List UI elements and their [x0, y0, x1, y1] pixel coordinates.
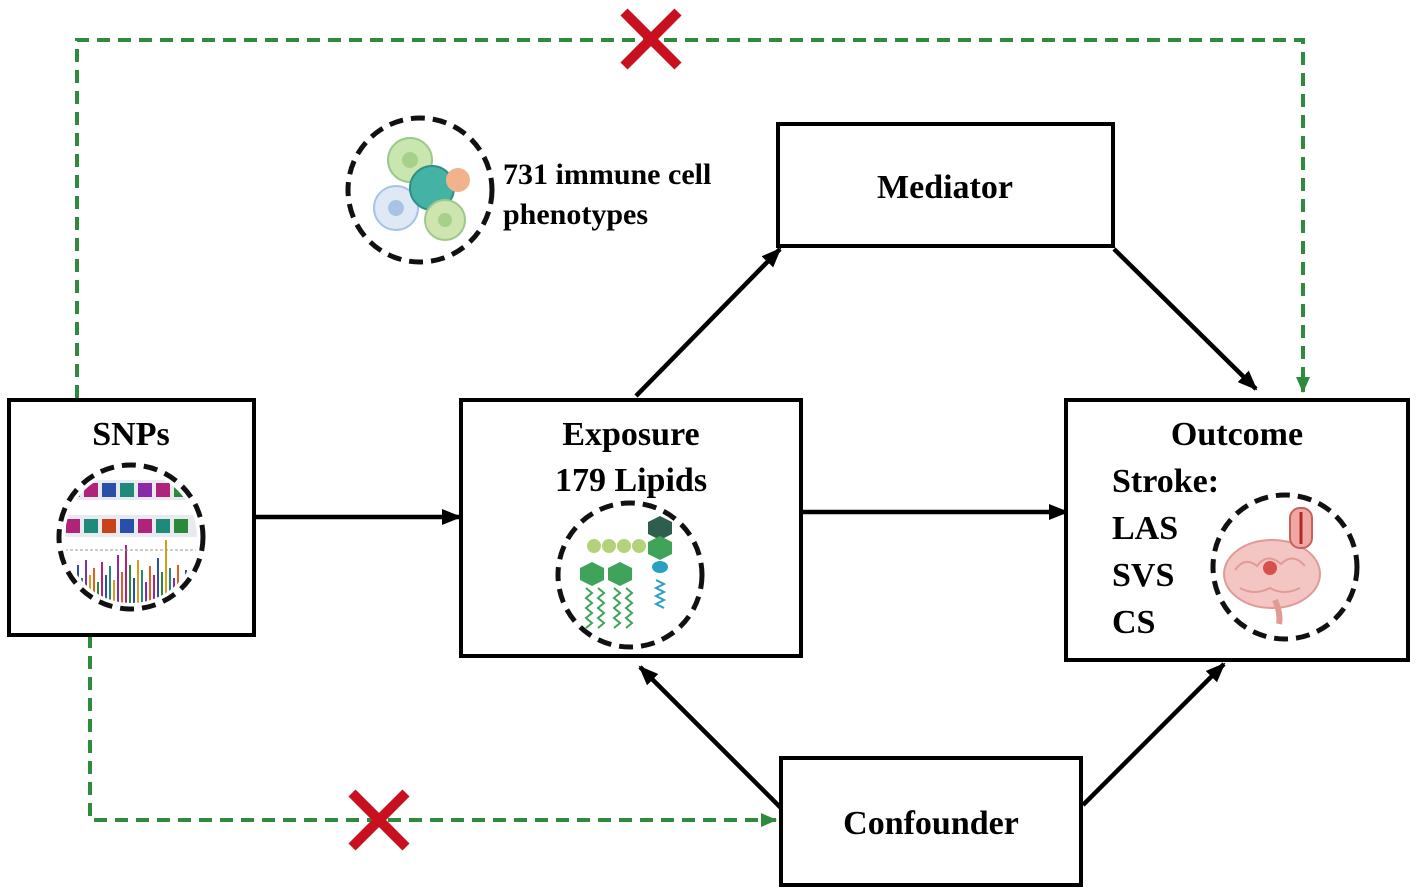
- outcome-title: Outcome: [1171, 416, 1303, 453]
- arrow-exposure-to-mediator: [634, 247, 782, 398]
- top-cross-mark-icon: [620, 8, 682, 70]
- outcome-node: Outcome Stroke: LAS SVS CS: [1064, 398, 1410, 662]
- brain-vessel-icon: [1210, 492, 1360, 642]
- immune-cells-icon: [345, 115, 495, 265]
- immune-label-line2: phenotypes: [503, 198, 648, 231]
- confounder-label: Confounder: [843, 805, 1019, 842]
- immune-cell-group: 731 immune cell phenotypes: [345, 115, 711, 265]
- outcome-line-las: LAS: [1112, 510, 1178, 547]
- mediator-node: Mediator: [776, 122, 1115, 248]
- mediator-label: Mediator: [877, 169, 1013, 206]
- arrow-mediator-to-outcome: [1112, 247, 1258, 391]
- arrow-confounder-to-outcome: [1081, 662, 1226, 807]
- snps-to-confounder-dashed-path: [88, 635, 777, 827]
- snps-to-outcome-dashed-path: [75, 38, 1310, 398]
- manhattan-plot-icon: [56, 462, 206, 612]
- immune-label-line1: 731 immune cell: [503, 158, 711, 191]
- outcome-line-stroke: Stroke:: [1112, 463, 1219, 500]
- exposure-node: Exposure 179 Lipids: [459, 398, 803, 658]
- snps-node: SNPs: [7, 398, 256, 637]
- bottom-cross-mark-icon: [348, 789, 410, 851]
- outcome-line-cs: CS: [1112, 604, 1155, 641]
- confounder-node: Confounder: [779, 756, 1083, 887]
- arrow-confounder-to-exposure: [638, 665, 783, 810]
- snps-label: SNPs: [92, 416, 169, 453]
- exposure-subtitle: 179 Lipids: [555, 462, 707, 499]
- exposure-title: Exposure: [562, 416, 699, 453]
- lipid-molecule-icon: [555, 500, 705, 650]
- outcome-line-svs: SVS: [1112, 557, 1174, 594]
